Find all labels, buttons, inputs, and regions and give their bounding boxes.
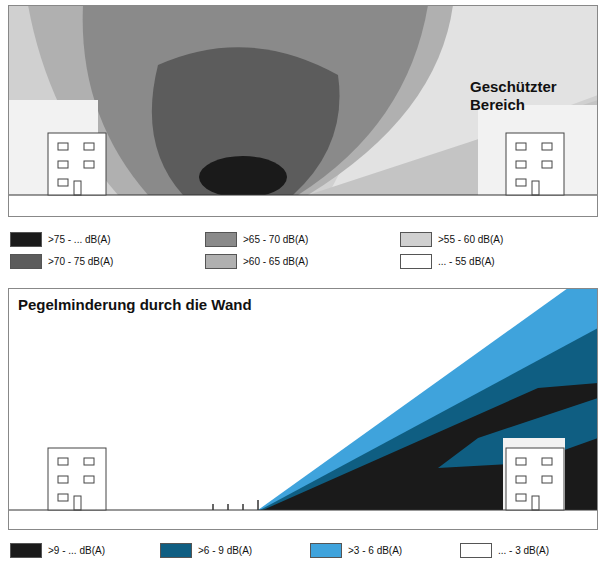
legend-swatch (205, 254, 237, 269)
legend-entry: >70 - 75 dB(A) (10, 254, 113, 269)
legend-swatch (10, 232, 42, 247)
legend-text: >70 - 75 dB(A) (48, 256, 113, 267)
legend-entry: ... - 55 dB(A) (400, 254, 495, 269)
legend-entry: >3 - 6 dB(A) (310, 543, 402, 558)
legend-swatch (10, 254, 42, 269)
legend-entry: >75 - ... dB(A) (10, 232, 111, 247)
legend-text: >65 - 70 dB(A) (243, 234, 308, 245)
legend-text: ... - 55 dB(A) (438, 256, 495, 267)
legend-entry: >55 - 60 dB(A) (400, 232, 503, 247)
legend-text: >60 - 65 dB(A) (243, 256, 308, 267)
legend-text: ... - 3 dB(A) (498, 545, 549, 556)
legend-swatch (160, 543, 192, 558)
legend-entry: >60 - 65 dB(A) (205, 254, 308, 269)
legend-text: >3 - 6 dB(A) (348, 545, 402, 556)
legend-entry: >9 - ... dB(A) (10, 543, 105, 558)
legend-entry: ... - 3 dB(A) (460, 543, 549, 558)
legend-swatch (400, 232, 432, 247)
legend-text: >55 - 60 dB(A) (438, 234, 503, 245)
panel-title: Pegelminderung durch die Wand (18, 296, 318, 314)
legend-swatch (460, 543, 492, 558)
legend-text: >9 - ... dB(A) (48, 545, 105, 556)
area-label: Geschützter Bereich (470, 78, 580, 114)
legend-text: >75 - ... dB(A) (48, 234, 111, 245)
legend-swatch (400, 254, 432, 269)
legend-swatch (310, 543, 342, 558)
reduction-map (8, 288, 598, 530)
legend-swatch (205, 232, 237, 247)
legend-entry: >6 - 9 dB(A) (160, 543, 252, 558)
legend-swatch (10, 543, 42, 558)
legend-text: >6 - 9 dB(A) (198, 545, 252, 556)
legend-entry: >65 - 70 dB(A) (205, 232, 308, 247)
